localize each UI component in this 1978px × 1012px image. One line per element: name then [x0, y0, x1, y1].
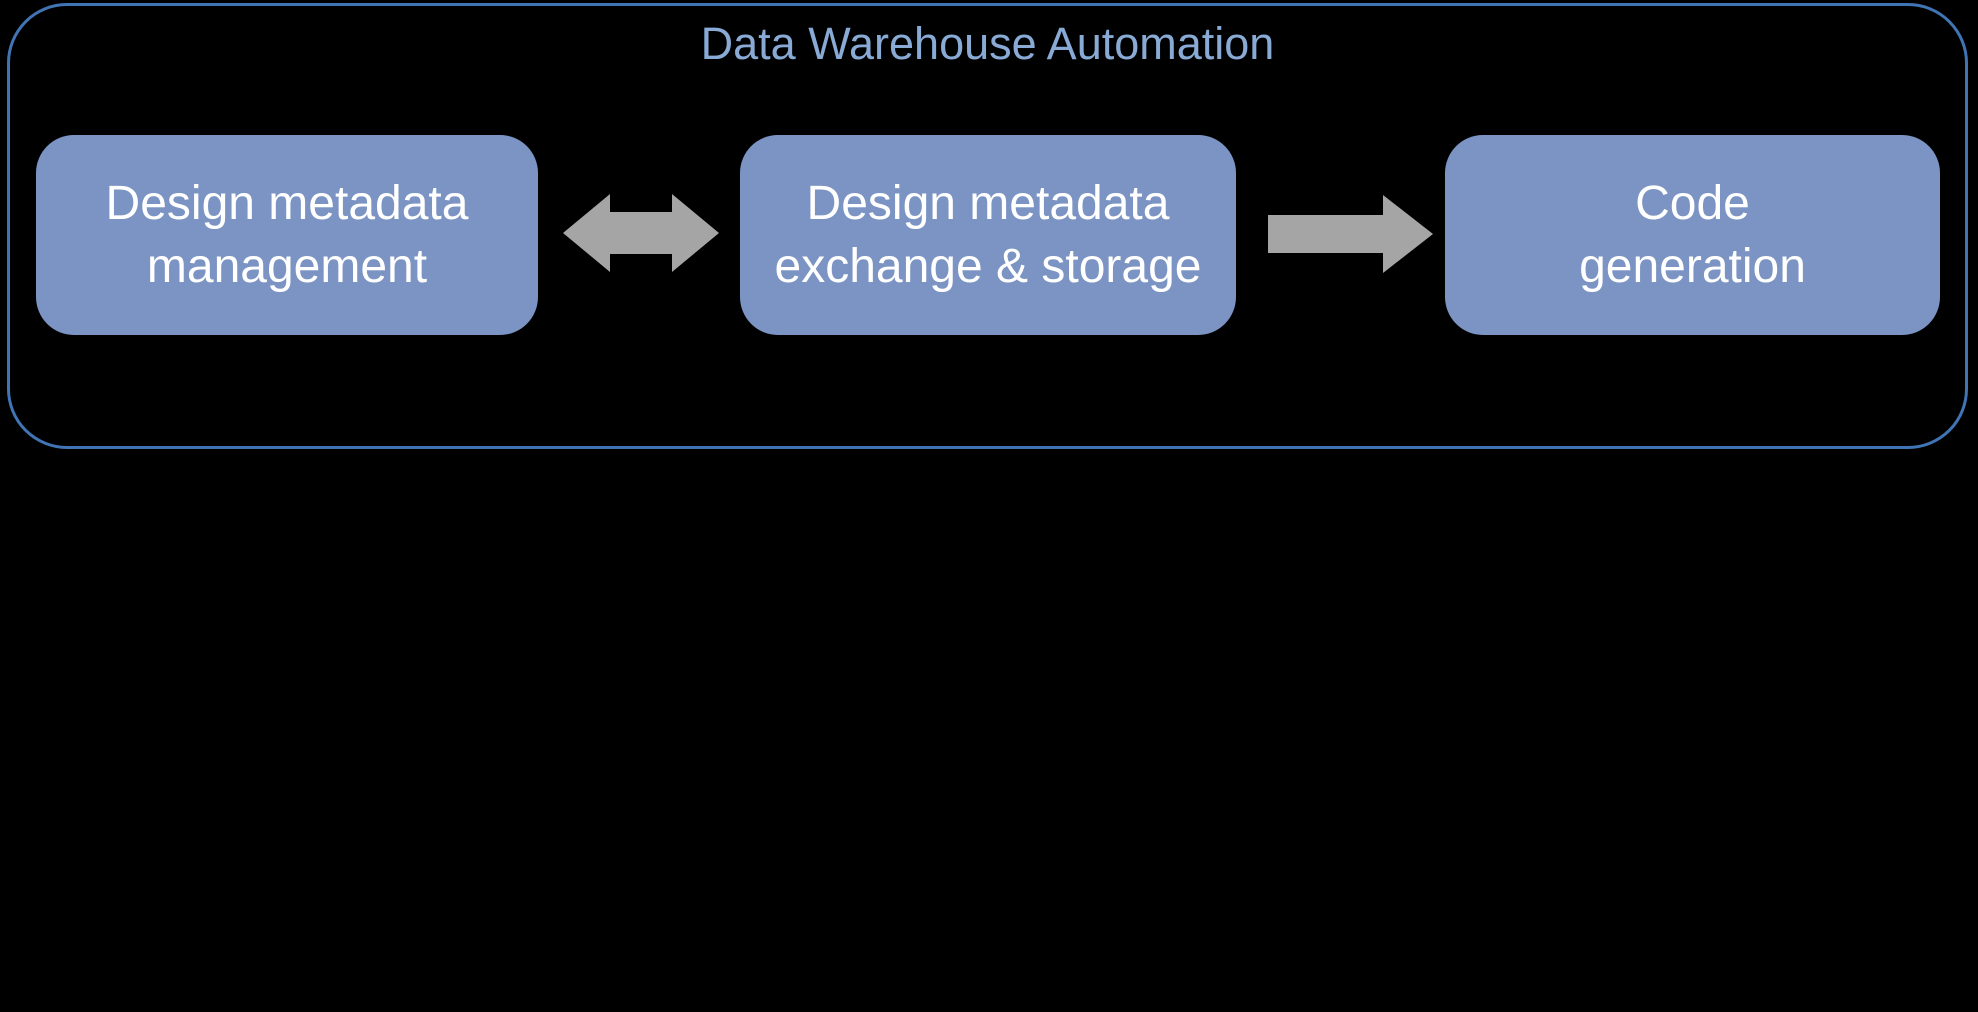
node-label-line: Design metadata [806, 177, 1170, 230]
node-label-line: generation [1579, 240, 1806, 293]
node-label-line: Code [1635, 177, 1750, 230]
node-design-metadata-management: Design metadata management [36, 135, 538, 335]
node-design-metadata-exchange-storage: Design metadata exchange & storage [740, 135, 1236, 335]
bidirectional-arrow-shape [563, 194, 719, 272]
bidirectional-arrow-icon [563, 194, 719, 272]
node-code-generation: Code generation [1445, 135, 1940, 335]
node-label-line: exchange & storage [774, 240, 1202, 293]
data-warehouse-automation-group: Data Warehouse Automation Design metadat… [7, 3, 1968, 449]
right-arrow-shape [1268, 195, 1433, 273]
node-label-line: Design metadata [105, 177, 469, 230]
right-arrow-icon [1268, 195, 1433, 273]
node-label-line: management [146, 240, 428, 293]
group-title: Data Warehouse Automation [700, 18, 1275, 69]
